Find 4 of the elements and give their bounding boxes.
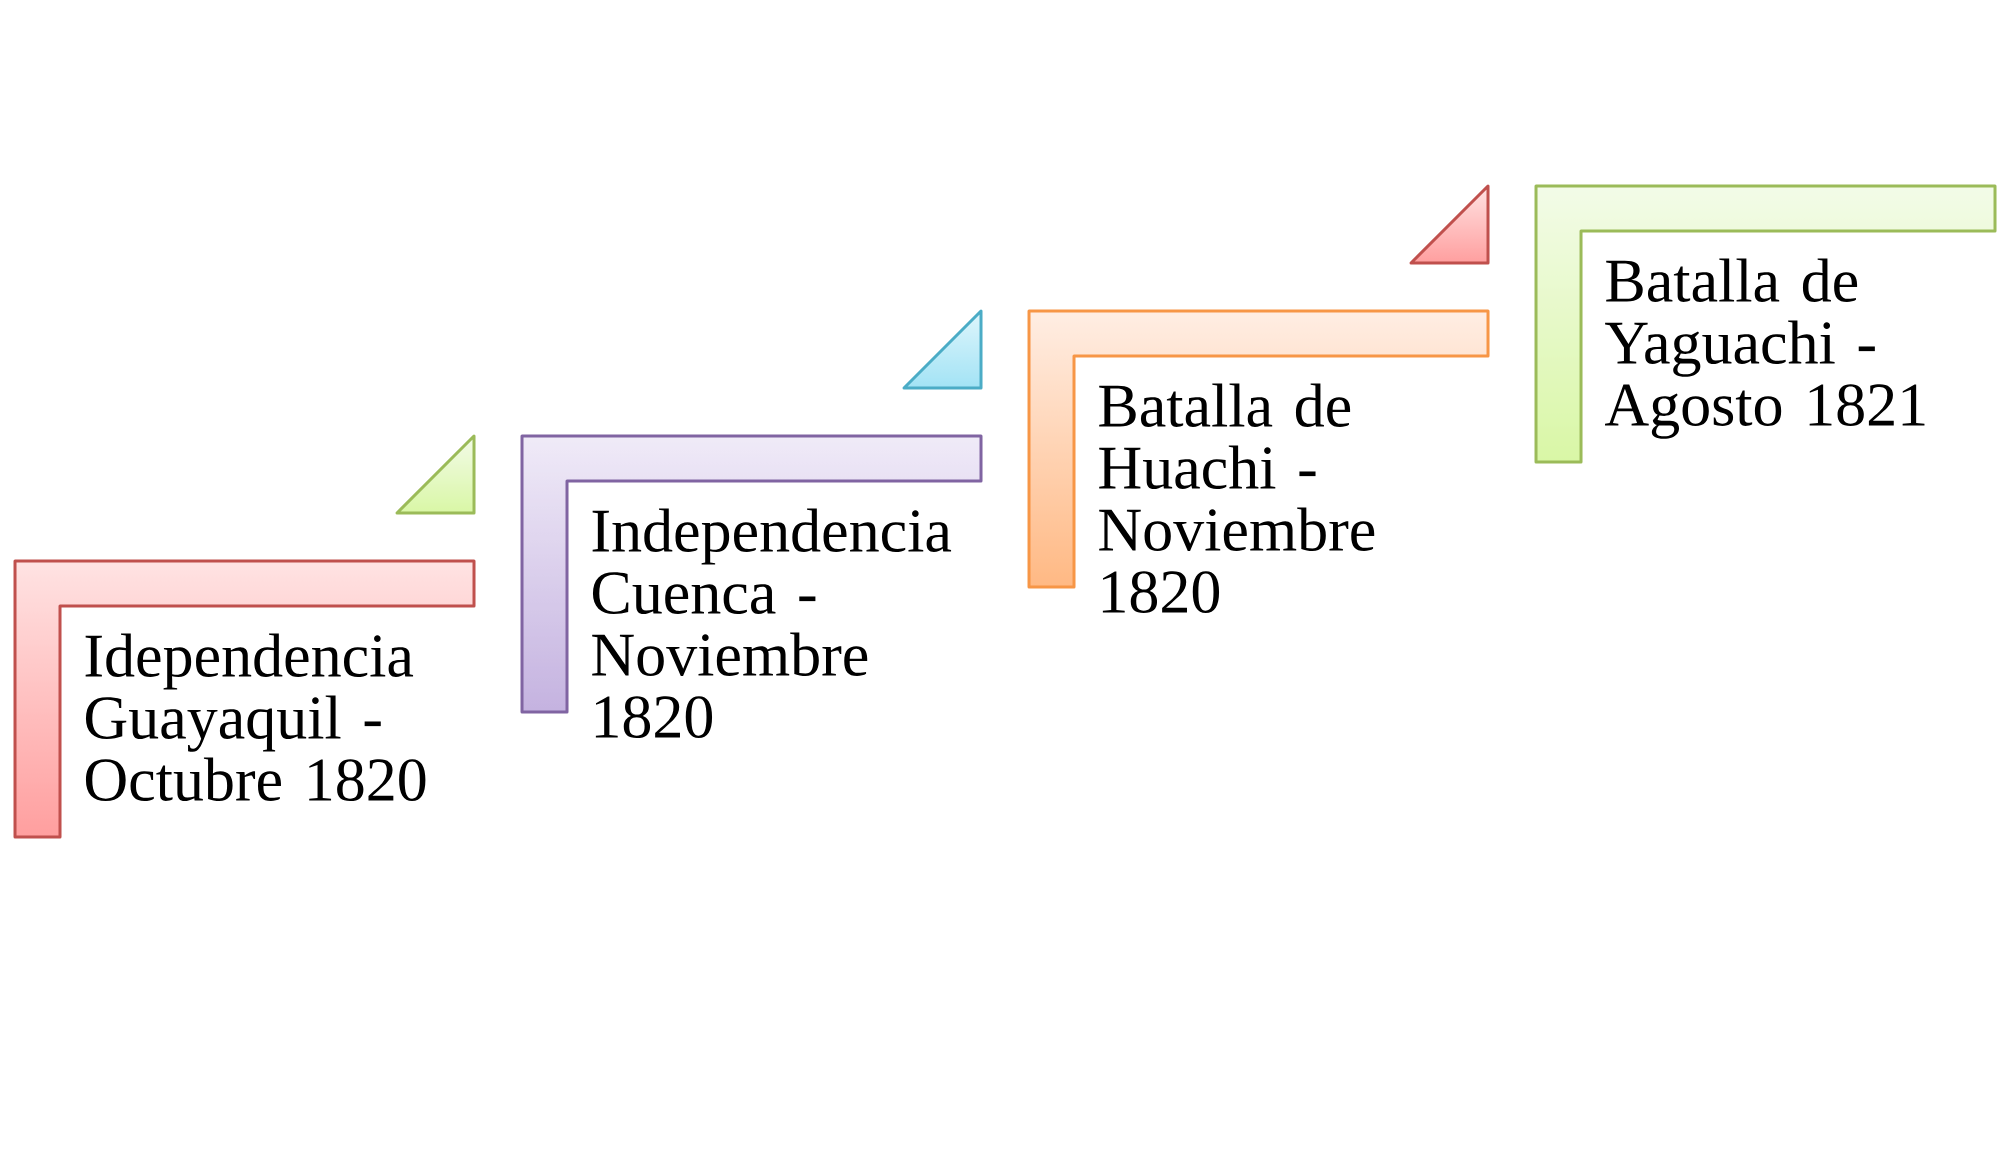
step-box: Batalla de Yaguachi - Agosto 1821 — [1534, 184, 1997, 464]
step-box: Idependencia Guayaquil - Octubre 1820 — [13, 559, 476, 839]
step-box: Batalla de Huachi - Noviembre 1820 — [1027, 309, 1490, 613]
step-box: Independencia Cuenca - Noviembre 1820 — [520, 434, 983, 738]
